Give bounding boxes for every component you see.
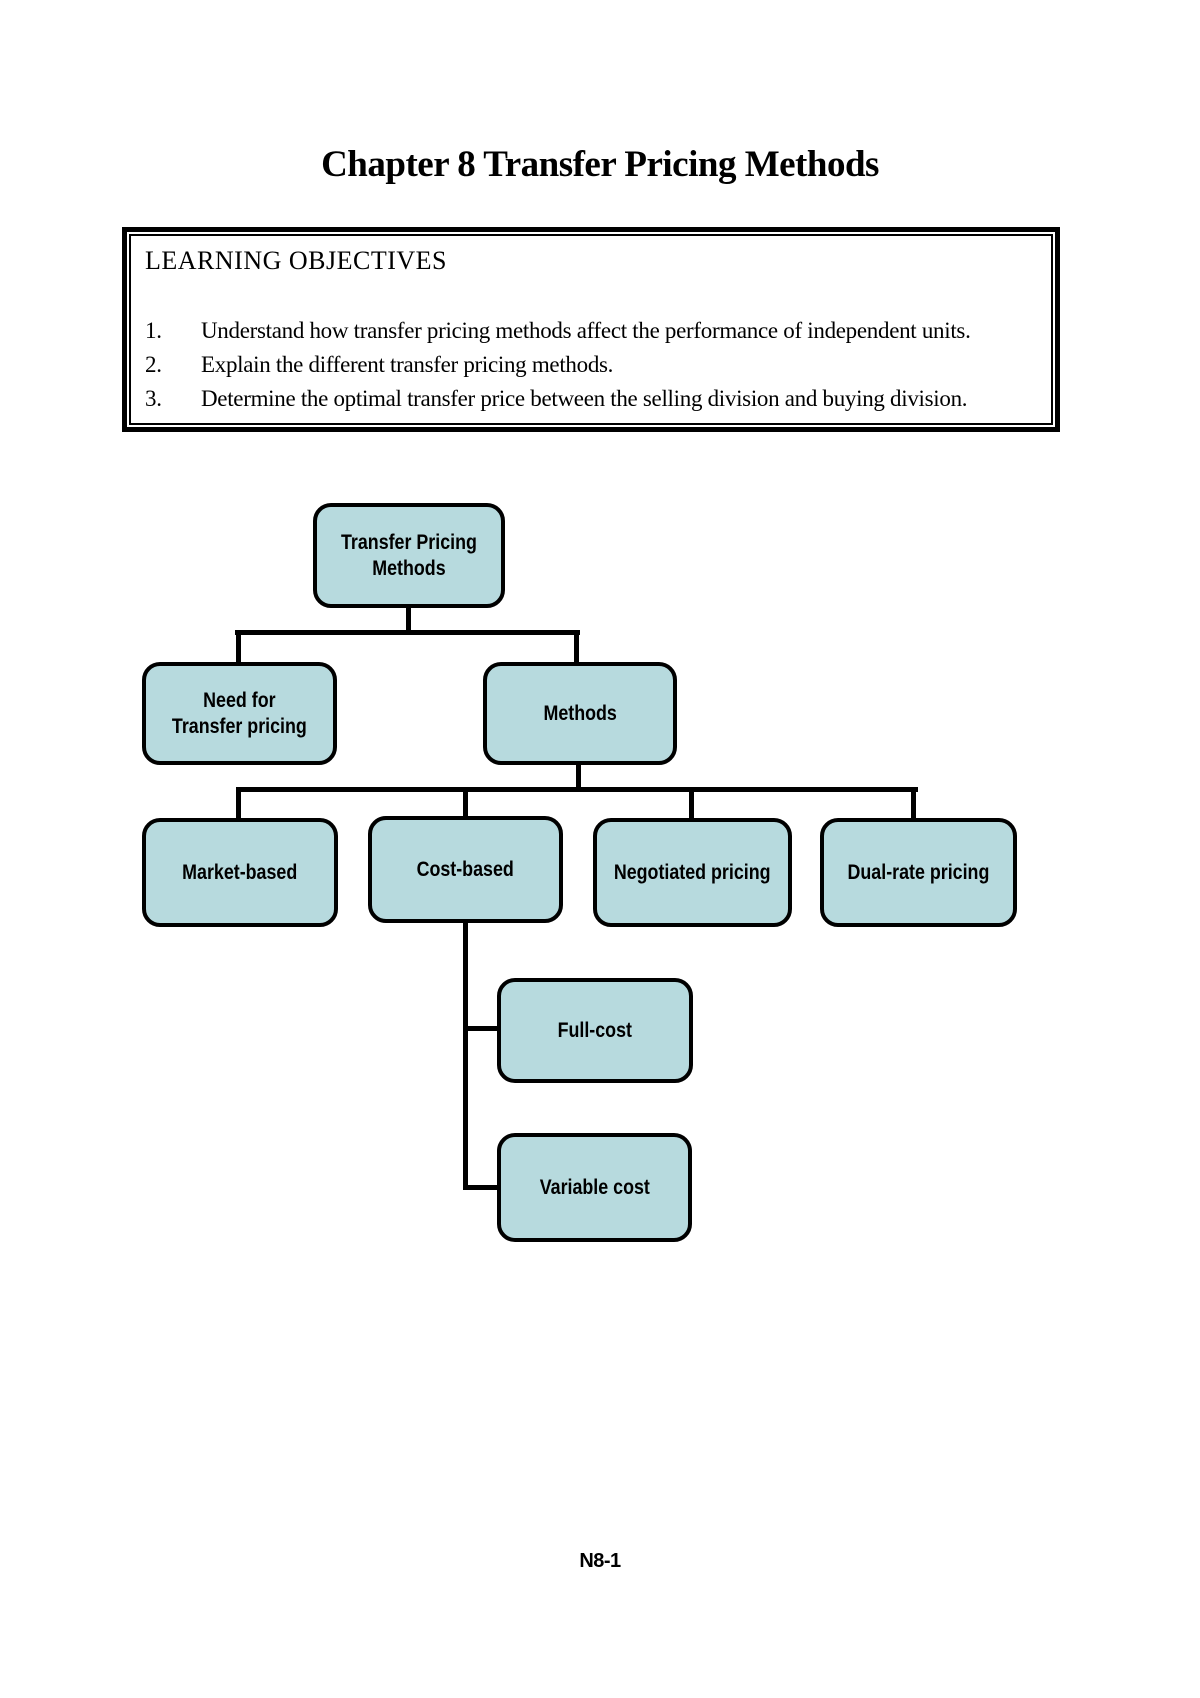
connector-fullcost-horizontal <box>463 1026 499 1031</box>
page-title: Chapter 8 Transfer Pricing Methods <box>321 144 879 185</box>
node-dual-rate-pricing: Dual-rate pricing <box>820 818 1017 927</box>
node-transfer-pricing-methods: Transfer Pricing Methods <box>313 503 505 608</box>
node-label: Transfer Pricing Methods <box>341 530 477 580</box>
list-item-number: 3. <box>145 386 162 411</box>
connector-top-vertical <box>406 606 411 634</box>
connector-need-vertical <box>236 630 241 664</box>
connector-methods-out-vertical <box>576 763 581 791</box>
node-full-cost: Full-cost <box>497 978 693 1083</box>
node-label: Dual-rate pricing <box>847 860 990 884</box>
connector-methods-in-vertical <box>574 630 579 664</box>
list-item-number: 2. <box>145 352 162 377</box>
list-item-text: Explain the different transfer pricing m… <box>201 352 614 377</box>
connector-market-vertical <box>236 787 241 820</box>
node-label: Full-cost <box>557 1018 633 1042</box>
node-variable-cost: Variable cost <box>497 1133 692 1242</box>
list-item-text: Understand how transfer pricing methods … <box>201 318 971 343</box>
list-item: 2. Explain the different transfer pricin… <box>145 348 1037 382</box>
connector-cost-vertical <box>463 787 468 820</box>
node-cost-based: Cost-based <box>368 816 563 923</box>
node-negotiated-pricing: Negotiated pricing <box>593 818 792 927</box>
node-need-for-transfer-pricing: Need for Transfer pricing <box>142 662 337 765</box>
node-label: Market-based <box>182 860 298 884</box>
node-label: Methods <box>543 701 617 725</box>
list-item: 1. Understand how transfer pricing metho… <box>145 314 1037 348</box>
list-item-text: Determine the optimal transfer price bet… <box>201 386 968 411</box>
list-item: 3. Determine the optimal transfer price … <box>145 382 1037 416</box>
connector-negotiated-vertical <box>689 787 694 820</box>
node-label: Negotiated pricing <box>614 860 771 884</box>
node-methods: Methods <box>483 662 677 765</box>
list-item-number: 1. <box>145 318 162 343</box>
page-footer: N8-1 <box>579 1550 621 1572</box>
connector-level2-horizontal <box>236 787 918 792</box>
node-label: Variable cost <box>539 1175 650 1199</box>
learning-objectives-heading: LEARNING OBJECTIVES <box>145 246 447 275</box>
node-market-based: Market-based <box>142 818 338 927</box>
connector-variablecost-horizontal <box>463 1185 499 1190</box>
learning-objectives-list: 1. Understand how transfer pricing metho… <box>145 314 1037 416</box>
connector-dual-vertical <box>911 787 916 820</box>
connector-costbased-down-vertical <box>463 921 468 1190</box>
node-label: Cost-based <box>416 857 515 881</box>
node-label: Need for Transfer pricing <box>172 688 307 738</box>
connector-level1-horizontal <box>235 630 580 635</box>
learning-objectives-box: LEARNING OBJECTIVES 1. Understand how tr… <box>122 227 1060 432</box>
